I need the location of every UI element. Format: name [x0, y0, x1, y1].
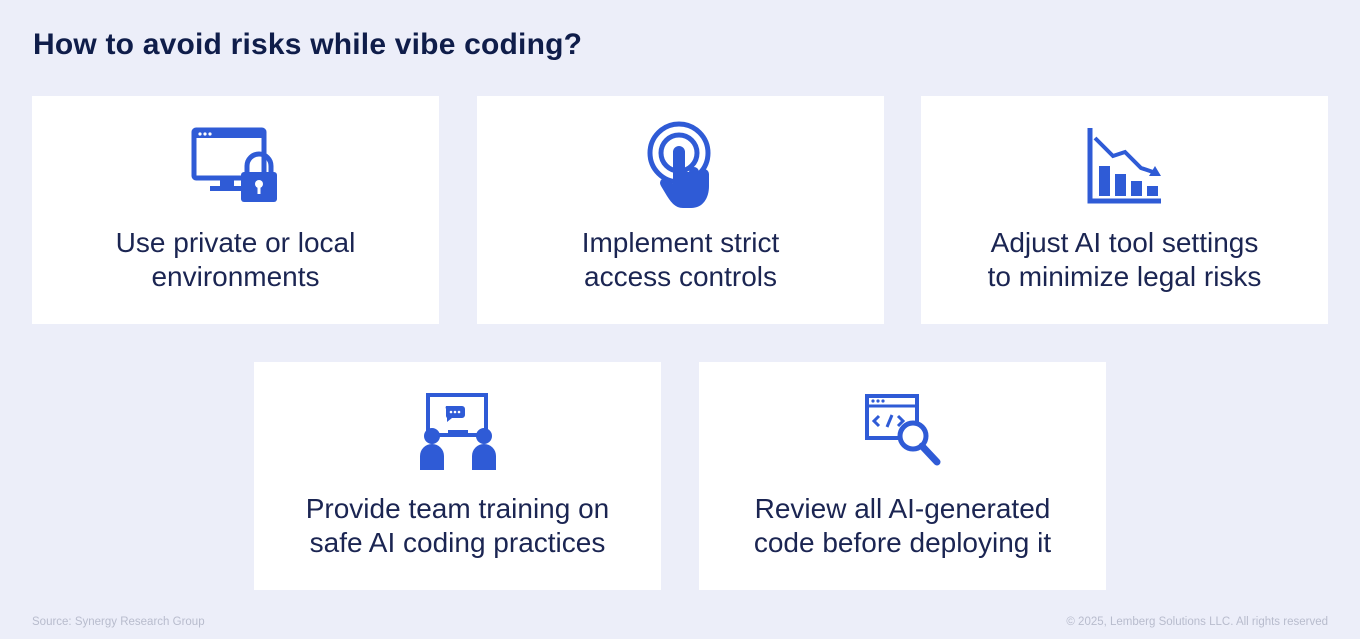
team-training-icon [408, 390, 508, 474]
declining-chart-icon [1075, 124, 1175, 208]
card-private-environments: Use private or local environments [32, 96, 439, 324]
card-label: Implement strict access controls [581, 227, 780, 292]
card-code-review: Review all AI-generated code before depl… [699, 362, 1106, 590]
card-label: Adjust AI tool settings to minimize lega… [987, 227, 1262, 292]
card-team-training: Provide team training on safe AI coding … [254, 362, 661, 590]
card-label: Review all AI-generated code before depl… [753, 493, 1052, 558]
touch-tap-icon [631, 121, 731, 208]
card-label: Provide team training on safe AI coding … [305, 493, 610, 558]
card-ai-settings: Adjust AI tool settings to minimize lega… [921, 96, 1328, 324]
code-review-icon [853, 390, 953, 474]
card-label: Use private or local environments [115, 227, 356, 292]
card-access-controls: Implement strict access controls [477, 96, 884, 324]
source-note: Source: Synergy Research Group [32, 616, 205, 628]
copyright-note: © 2025, Lemberg Solutions LLC. All right… [1066, 616, 1328, 628]
monitor-lock-icon [186, 124, 286, 208]
page-title: How to avoid risks while vibe coding? [33, 28, 583, 61]
